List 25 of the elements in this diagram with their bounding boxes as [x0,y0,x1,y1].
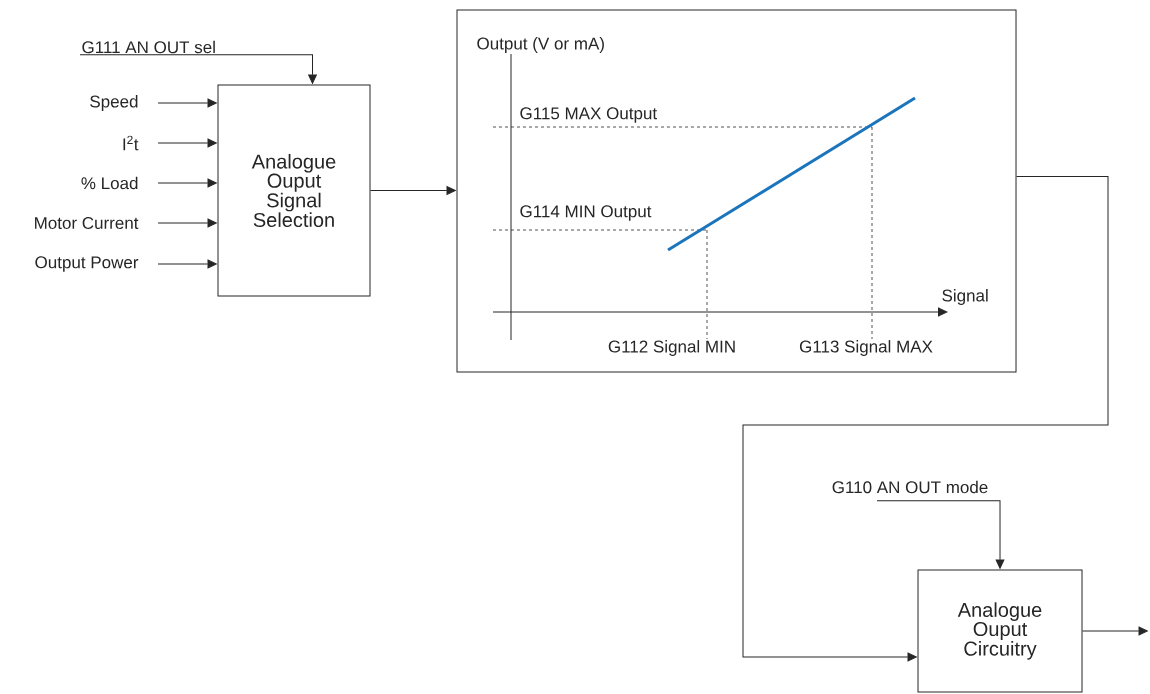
arrow [370,186,456,195]
arrow [79,54,317,84]
signal-label: % Load [81,176,138,190]
arrow [157,98,217,108]
axis-label: Output (V or mA) [475,36,606,54]
guide-label: G112 Signal MIN [606,339,738,357]
arrow [157,218,217,228]
guide-label: G114 MIN Output [518,204,653,222]
arrow [1082,626,1148,636]
arrow [157,259,217,269]
arrow [157,178,217,188]
process-box: Analogue Ouput Signal Selection [217,84,371,297]
process-box: Analogue Ouput Circuitry [917,569,1083,693]
signal-label: Speed [90,95,138,111]
signal-label: G111 AN OUT sel [82,40,215,54]
signal-label: G110 AN OUT mode [832,480,988,494]
signal-label: Output Power [35,256,139,272]
axis-label: Signal [940,288,990,306]
signal-label: Motor Current [35,217,139,230]
guide-label: G115 MAX Output [518,106,659,124]
arrow [876,500,1005,569]
signal-label: I$^{2}$t [123,135,139,151]
arrow [742,176,1109,662]
arrow [157,138,217,148]
guide-label: G113 Signal MAX [798,339,934,357]
